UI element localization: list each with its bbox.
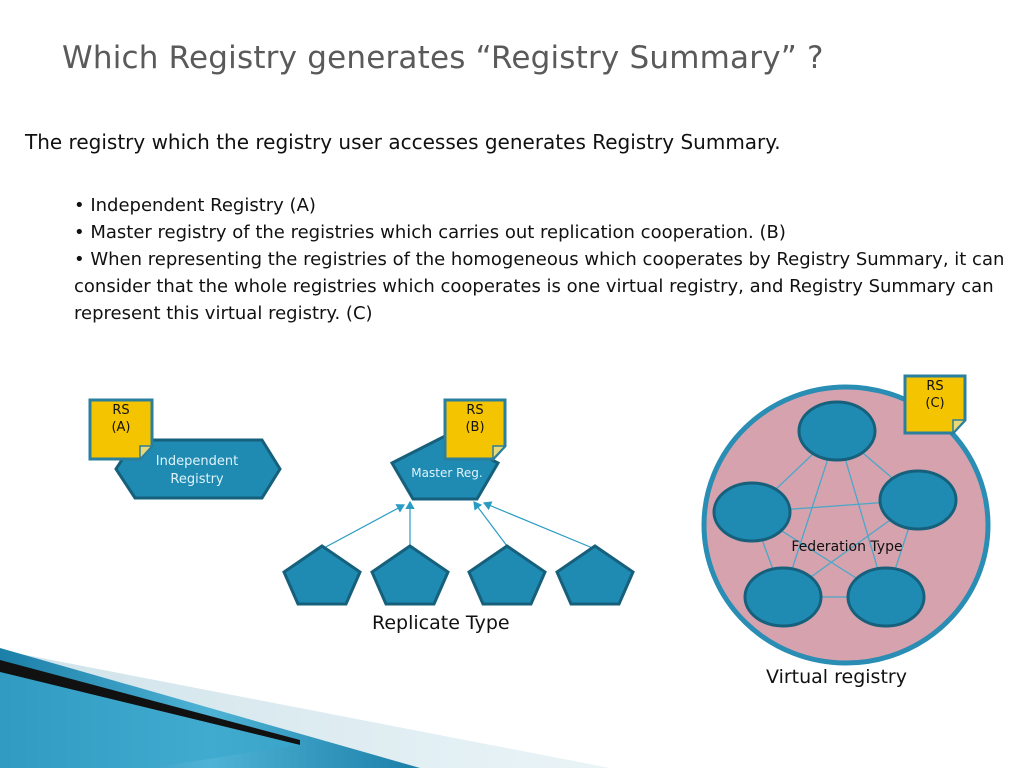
replica-node [467, 544, 547, 606]
note-rs-b: RS (B) [443, 398, 507, 461]
federation-node [712, 481, 792, 543]
note-a-line1: RS [112, 403, 129, 418]
note-b-line1: RS [466, 403, 483, 418]
replica-node [282, 544, 362, 606]
replicate-arrows [321, 500, 596, 550]
federation-label: Federation Type [791, 539, 902, 555]
bullet-item: • Independent Registry (A) [74, 195, 316, 216]
independent-label-2: Registry [170, 472, 224, 487]
independent-label-1: Independent [156, 454, 238, 469]
note-c-line2: (C) [925, 396, 944, 411]
bullet-item: • When representing the registries of th… [74, 249, 1005, 324]
federation-node [846, 566, 926, 628]
note-rs-c: RS (C) [903, 374, 967, 435]
replica-nodes [282, 544, 635, 606]
replica-node [370, 544, 450, 606]
note-a-line2: (A) [111, 420, 130, 435]
federation-nodes [712, 400, 958, 628]
note-c-line1: RS [926, 379, 943, 394]
bullet-item: • Master registry of the registries whic… [74, 222, 786, 243]
federation-node [878, 469, 958, 531]
note-rs-a: RS (A) [88, 398, 154, 461]
virtual-registry-caption: Virtual registry [766, 666, 907, 688]
master-label: Master Reg. [411, 466, 482, 480]
federation-node [797, 400, 877, 462]
intro-text: The registry which the registry user acc… [25, 130, 781, 154]
note-b-line2: (B) [465, 420, 484, 435]
independent-registry-node: Independent Registry [114, 438, 282, 500]
replica-node [555, 544, 635, 606]
bullet-list: • Independent Registry (A) • Master regi… [74, 192, 1009, 327]
slide-title: Which Registry generates “Registry Summa… [62, 40, 824, 76]
replicate-caption: Replicate Type [372, 612, 510, 634]
decorative-swoosh [0, 648, 610, 768]
federation-node [743, 566, 823, 628]
